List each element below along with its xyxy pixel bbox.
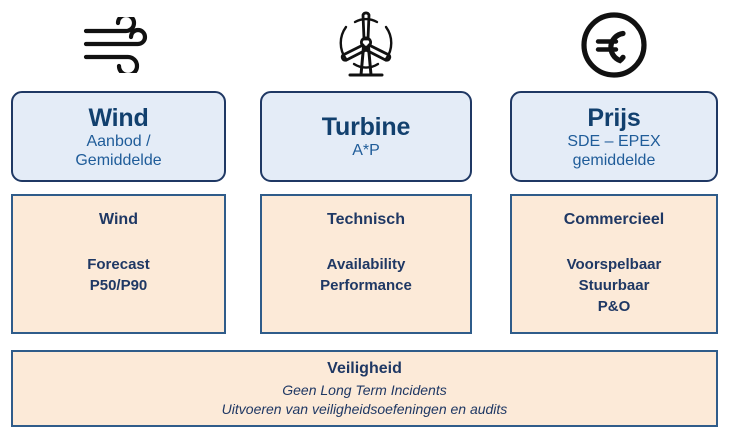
box-prijs-item-2: Stuurbaar (578, 277, 650, 294)
box-prijs-item-1: Voorspelbaar (566, 256, 662, 273)
box-prijs-item-3: P&O (597, 298, 631, 315)
card-wind-subtitle-line-2: Gemiddelde (75, 151, 162, 169)
banner-veiligheid[interactable]: Veiligheid Geen Long Term Incidents Uitv… (11, 350, 718, 427)
box-turbine-item-1: Availability (326, 256, 406, 273)
card-wind[interactable]: Wind Aanbod / Gemiddelde (11, 91, 226, 182)
box-turbine-details[interactable]: Technisch Availability Performance (260, 194, 472, 334)
box-wind-item-1: Forecast (87, 256, 150, 273)
card-turbine-subtitle-line-1: A*P (352, 142, 380, 159)
box-prijs-items: Voorspelbaar Stuurbaar P&O (567, 254, 662, 317)
box-prijs-details[interactable]: Commercieel Voorspelbaar Stuurbaar P&O (510, 194, 718, 334)
box-prijs-heading: Commercieel (563, 211, 665, 228)
box-wind-heading: Wind (99, 211, 138, 228)
box-wind-item-2: P50/P90 (89, 277, 148, 294)
box-wind-items: Forecast P50/P90 (87, 254, 150, 296)
card-prijs-subtitle-line-1: SDE – EPEX (567, 132, 661, 150)
box-turbine-items: Availability Performance (320, 254, 412, 296)
euro-coin-icon (510, 4, 718, 86)
box-turbine-heading: Technisch (327, 211, 405, 228)
banner-heading: Veiligheid (327, 360, 402, 377)
banner-line-2: Uitvoeren van veiligheidsoefeningen en a… (221, 401, 508, 417)
wind-icon (11, 4, 226, 86)
box-wind-details[interactable]: Wind Forecast P50/P90 (11, 194, 226, 334)
box-turbine-item-2: Performance (320, 277, 412, 294)
banner-line-1: Geen Long Term Incidents (282, 382, 447, 398)
card-turbine-title: Turbine (321, 113, 411, 141)
card-prijs-title: Prijs (587, 103, 641, 132)
card-wind-subtitle-line-1: Aanbod / (86, 132, 151, 150)
card-turbine[interactable]: Turbine A*P (260, 91, 472, 182)
card-prijs[interactable]: Prijs SDE – EPEX gemiddelde (510, 91, 718, 182)
card-prijs-subtitle-line-2: gemiddelde (572, 151, 656, 169)
wind-turbine-icon (260, 4, 472, 86)
card-wind-title: Wind (88, 103, 149, 132)
